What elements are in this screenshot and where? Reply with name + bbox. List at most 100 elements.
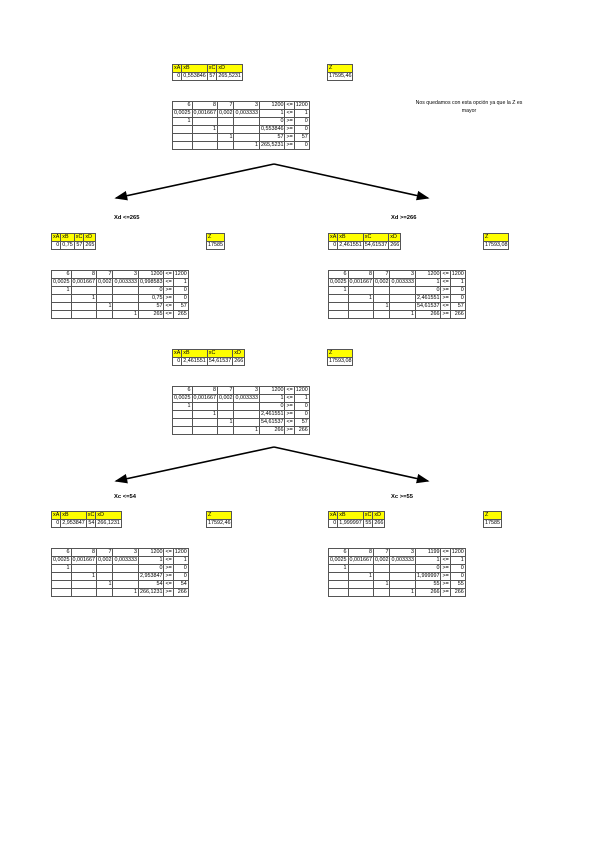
constraint-cell: 57 xyxy=(172,302,189,311)
var-value: 0,75 xyxy=(60,241,75,250)
constraint-cell: 57 xyxy=(258,133,286,142)
constraint-cell: 1200 xyxy=(449,270,466,279)
constraint-cell xyxy=(51,294,72,303)
constraint-cell: 0 xyxy=(293,141,310,150)
constraint-cell: >= xyxy=(284,426,295,435)
constraint-cell xyxy=(328,572,349,581)
arrow-right-2 xyxy=(273,446,430,484)
z-value-row: 17592,46 xyxy=(205,519,233,528)
constraint-cell: 8 xyxy=(347,270,374,279)
label-xc-ge: Xc >=55 xyxy=(391,494,413,500)
constraint-cell: 0,0025 xyxy=(51,556,72,565)
constraint-cell xyxy=(347,310,374,319)
constraint-cell: 265 xyxy=(137,310,165,319)
var-value: 2,461551 xyxy=(337,241,364,250)
constraint-cell xyxy=(95,572,114,581)
constraint-cell: >= xyxy=(163,588,174,597)
constraint-cell xyxy=(70,588,97,597)
constraint-cell xyxy=(233,410,260,419)
constraint-cell: 6 xyxy=(328,548,349,557)
constraint-cell: 55 xyxy=(414,580,442,589)
constraint-cell: 2,461551 xyxy=(258,410,286,419)
constraint-cell: <= xyxy=(163,580,174,589)
constraint-cell: 0,002 xyxy=(372,556,391,565)
constraint-cell: 0,001667 xyxy=(70,556,97,565)
constraint-cell: 1 xyxy=(258,109,286,118)
constraint-cell: 0,003333 xyxy=(112,556,139,565)
constraint-cell: 0,002 xyxy=(372,278,391,287)
constraint-cell: 0 xyxy=(258,117,286,126)
z-header-row: Z xyxy=(206,233,225,242)
constraint-cell: 0,0025 xyxy=(172,109,193,118)
constraint-cell: 1 xyxy=(372,580,391,589)
var-value: 266,1231 xyxy=(95,519,122,528)
constraint-cell: 1 xyxy=(233,141,260,150)
var-header: xB xyxy=(181,64,208,73)
constraint-cell: 0 xyxy=(172,564,189,573)
constraint-cell xyxy=(389,294,416,303)
constraint-cell xyxy=(372,588,391,597)
constraint-cell xyxy=(233,133,260,142)
constraint-cell: 0 xyxy=(449,572,466,581)
z-value: 17592,46 xyxy=(205,519,233,528)
constraint-cell: 0,0025 xyxy=(328,278,349,287)
constraint-cell: 1 xyxy=(347,294,374,303)
var-header: xD xyxy=(388,233,402,242)
constraint-cell: 1200 xyxy=(172,270,189,279)
constraint-cell xyxy=(389,564,416,573)
constraint-cell: >= xyxy=(440,572,451,581)
constraint-cell xyxy=(389,572,416,581)
constraint-cell xyxy=(172,426,193,435)
constraint-cell: <= xyxy=(284,386,295,395)
label-xd-le: Xd <=265 xyxy=(114,215,140,221)
var-header: xD xyxy=(83,233,97,242)
z-header-row: Z xyxy=(205,511,233,520)
constraint-cell: 7 xyxy=(216,386,235,395)
constraint-cell xyxy=(233,125,260,134)
constraint-cell: 6 xyxy=(328,270,349,279)
z-header-row: Z xyxy=(483,511,502,520)
constraint-cell: 54,61537 xyxy=(414,302,442,311)
var-header: xD xyxy=(95,511,122,520)
z-value: 17585 xyxy=(483,519,502,528)
constraint-cell: 57 xyxy=(293,133,310,142)
constraint-cell: >= xyxy=(284,133,295,142)
constraint-cell: 1 xyxy=(293,394,310,403)
constraint-cell: >= xyxy=(284,117,295,126)
constraint-cell: 0,002 xyxy=(216,109,235,118)
constraint-cell: <= xyxy=(440,270,451,279)
constraint-cell: 6 xyxy=(172,101,193,110)
constraint-cell xyxy=(51,310,72,319)
constraint-cell: 1 xyxy=(112,310,139,319)
constraint-cell: 6 xyxy=(51,270,72,279)
constraint-cell: 0,001667 xyxy=(191,109,218,118)
constraint-cell: 0 xyxy=(172,572,189,581)
var-value: 54,61537 xyxy=(206,357,234,366)
constraint-cell: 1200 xyxy=(293,101,310,110)
constraint-cell xyxy=(172,418,193,427)
constraint-cell: 1 xyxy=(372,302,391,311)
z-header: Z xyxy=(206,233,225,242)
